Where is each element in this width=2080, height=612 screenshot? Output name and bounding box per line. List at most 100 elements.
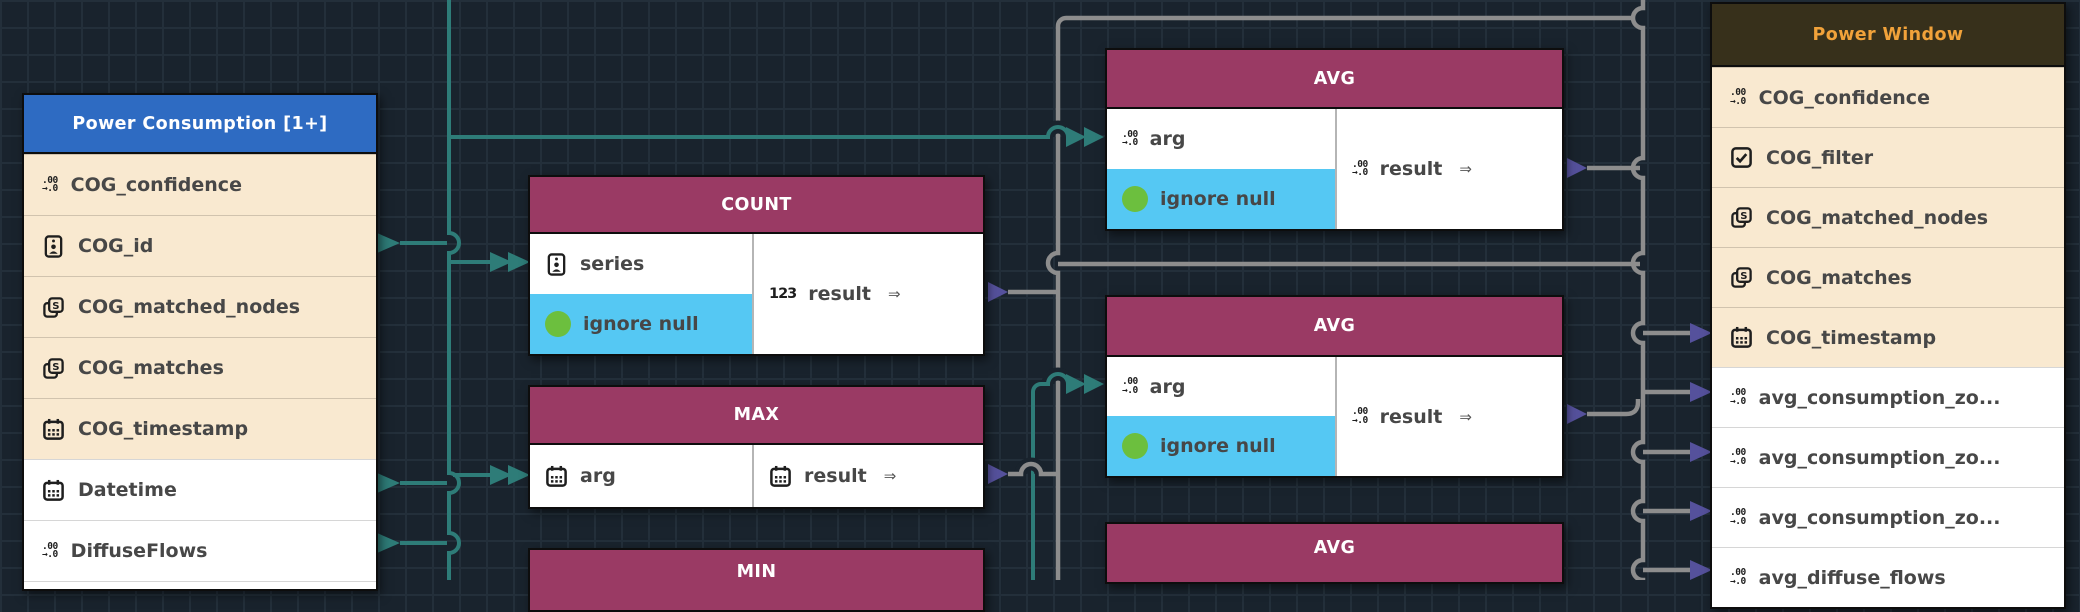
toggle-label: ignore null [583, 313, 699, 335]
row-label: COG_matched_nodes [1766, 206, 1989, 229]
table-row[interactable]: S COG_matched_nodes [24, 276, 376, 337]
node-title[interactable]: Power Window [1712, 4, 2064, 67]
green-toggle-icon[interactable] [1122, 433, 1148, 459]
number-icon: .00→.0 [1730, 447, 1746, 467]
row-label: COG_timestamp [1766, 326, 1937, 349]
port-label: series [580, 253, 645, 275]
row-label: COG_matches [78, 357, 224, 379]
table-row[interactable]: S COG_matches [24, 337, 376, 398]
svg-text:S: S [52, 301, 59, 312]
function-node-avg-2[interactable]: AVG .00→.0 arg .00→.0 result ⇒ ignore nu… [1105, 295, 1564, 478]
input-port-arg[interactable]: .00→.0 arg [1107, 109, 1335, 169]
pw-in-arrow-4 [1690, 501, 1712, 521]
node-title[interactable]: COUNT [530, 177, 983, 234]
function-node-count[interactable]: COUNT series 123 result ⇒ ignore null [528, 175, 985, 356]
port-label: arg [580, 465, 616, 487]
green-toggle-icon[interactable] [1122, 186, 1148, 212]
maps-to-icon: ⇒ [883, 467, 897, 485]
node-title[interactable]: AVG [1107, 524, 1562, 582]
table-node-power-window[interactable]: Power Window .00→.0 COG_confidence COG_f… [1710, 2, 2066, 609]
number-icon: .00→.0 [1122, 376, 1138, 396]
wire-max-result [1008, 461, 1058, 477]
output-port-result[interactable]: 123 result ⇒ [752, 234, 983, 354]
row-label: COG_matches [1766, 266, 1912, 289]
row-label: DiffuseFlows [70, 540, 208, 562]
function-node-avg-3[interactable]: AVG [1105, 522, 1564, 584]
numeric-123-icon: 123 [769, 286, 797, 302]
input-port-arg[interactable]: arg [530, 445, 752, 507]
table-row[interactable]: COG_id [24, 215, 376, 276]
wire-avg2-in [1031, 372, 1070, 580]
row-label: COG_id [78, 235, 154, 257]
wire-bus-right [1630, 0, 1646, 580]
table-row[interactable]: COG_timestamp [24, 398, 376, 459]
function-node-min[interactable]: MIN [528, 548, 985, 612]
table-row[interactable]: Datetime [24, 459, 376, 520]
toggle-ignore-null[interactable]: ignore null [1107, 416, 1335, 476]
output-port-result[interactable]: .00→.0 result ⇒ [1335, 109, 1562, 229]
toggle-ignore-null[interactable]: ignore null [1107, 169, 1335, 229]
series-in-arrow-b [508, 252, 530, 272]
table-row[interactable]: COG_timestamp [1712, 307, 2064, 367]
table-row[interactable]: .00→.0 avg_consumption_zo... [1712, 367, 2064, 427]
series-in-arrow-a [490, 252, 512, 272]
table-row[interactable]: COG_filter [1712, 127, 2064, 187]
pw-in-arrow-2 [1690, 382, 1712, 402]
pw-in-arrow-1 [1690, 323, 1712, 343]
row-label: avg_consumption_zo... [1758, 386, 2001, 409]
input-port-arg[interactable]: .00→.0 arg [1107, 357, 1335, 416]
node-title[interactable]: AVG [1107, 50, 1562, 109]
maps-to-icon: ⇒ [887, 285, 901, 303]
purple-port-arrows[interactable] [988, 158, 1712, 580]
connection-layer [377, 0, 1712, 580]
input-port-series[interactable]: series [530, 234, 752, 294]
id-card-icon [42, 234, 65, 258]
avg2-in-arrow-b [1084, 374, 1104, 394]
table-node-power-consumption[interactable]: Power Consumption [1+] .00→.0 COG_confid… [22, 93, 378, 591]
row-label: COG_filter [1766, 146, 1874, 169]
table-row[interactable]: .00→.0 COG_confidence [24, 154, 376, 215]
datetime-out-port [377, 473, 400, 493]
node-title[interactable]: Power Consumption [1+] [24, 95, 376, 154]
number-icon: .00→.0 [1730, 567, 1746, 587]
function-node-max[interactable]: MAX arg result ⇒ [528, 385, 985, 509]
node-title[interactable]: MIN [530, 550, 983, 610]
table-row[interactable]: .00→.0 avg_consumption_zo... [1712, 487, 2064, 547]
output-port-result[interactable]: .00→.0 result ⇒ [1335, 357, 1562, 476]
avg2-in-arrow-a [1066, 374, 1086, 394]
id-card-icon [545, 252, 568, 276]
toggle-label: ignore null [1160, 435, 1276, 457]
wire-avg1-in [449, 125, 1070, 139]
table-row[interactable]: S COG_matched_nodes [1712, 187, 2064, 247]
table-row[interactable]: S COG_matches [1712, 247, 2064, 307]
function-node-avg-1[interactable]: AVG .00→.0 arg .00→.0 result ⇒ ignore nu… [1105, 48, 1564, 231]
toggle-label: ignore null [1160, 188, 1276, 210]
wire-bus-mid [1045, 15, 1632, 580]
node-title[interactable]: MAX [530, 387, 983, 445]
output-port-result[interactable]: result ⇒ [752, 445, 983, 507]
port-label: result [1379, 158, 1443, 180]
maxarg-in-arrow-b [508, 465, 530, 485]
number-icon: .00→.0 [42, 174, 58, 194]
svg-text:S: S [1740, 271, 1747, 282]
table-row[interactable]: .00→.0 COG_confidence [1712, 67, 2064, 127]
number-icon: .00→.0 [1122, 128, 1138, 148]
table-row[interactable]: .00→.0 avg_consumption_zo... [1712, 427, 2064, 487]
number-icon: .00→.0 [42, 540, 58, 560]
gray-edges[interactable] [1008, 0, 1690, 580]
table-row-partial[interactable] [24, 581, 376, 589]
string-list-icon: S [42, 357, 65, 380]
number-icon: .00→.0 [1352, 158, 1368, 178]
toggle-ignore-null[interactable]: ignore null [530, 294, 752, 354]
table-row[interactable]: .00→.0 avg_diffuse_flows [1712, 547, 2064, 607]
calendar-icon [42, 418, 65, 441]
green-toggle-icon[interactable] [545, 311, 571, 337]
wire-avg2-result [1587, 399, 1641, 417]
node-title[interactable]: AVG [1107, 297, 1562, 357]
teal-port-arrows[interactable] [377, 127, 1104, 553]
table-row[interactable]: .00→.0 DiffuseFlows [24, 520, 376, 581]
count-result-port [988, 282, 1008, 302]
avg1-in-arrow-b [1084, 127, 1104, 147]
gray-edges-over[interactable] [1008, 457, 1058, 477]
pw-in-arrow-5 [1690, 560, 1712, 580]
